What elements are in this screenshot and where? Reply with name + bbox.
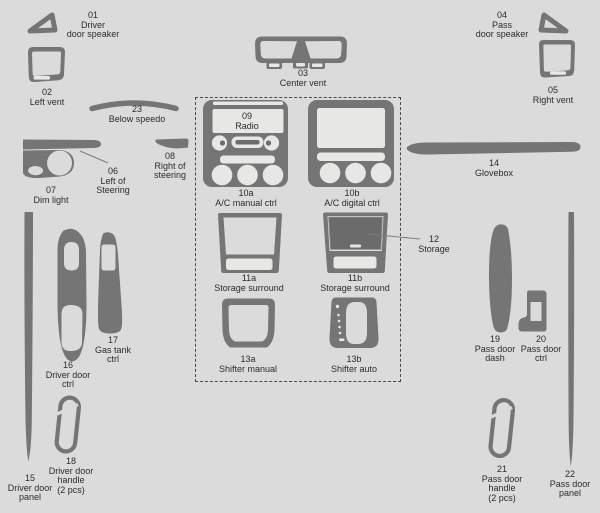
label-part-06: 06 Left of Steering <box>96 166 130 195</box>
pass-door-panel-shape <box>568 212 575 467</box>
dim-light-shape <box>23 150 74 179</box>
label-part-13b: 13b Shifter auto <box>330 354 378 374</box>
label-part-01: 01 Driver door speaker <box>66 10 120 39</box>
shifter-auto-shape <box>329 297 379 348</box>
ac-manual-knob-2 <box>237 164 258 186</box>
center-vent-shape <box>255 36 347 69</box>
label-part-03: 03 Center vent <box>279 68 327 88</box>
pass-door-ctrl-shape <box>518 290 547 332</box>
left-of-steering-shape <box>23 139 101 150</box>
pass-door-speaker-shape <box>538 12 569 34</box>
label-part-19: 19 Pass door dash <box>474 334 516 363</box>
storage-surround-manual-slot <box>226 258 273 270</box>
label-part-07: 07 Dim light <box>33 185 69 205</box>
label-part-10b: 10b A/C digital ctrl <box>324 188 380 208</box>
storage-door-shape <box>328 216 383 250</box>
storage-surround-manual-shape <box>218 213 282 273</box>
radio-knob-left <box>211 135 228 151</box>
shifter-manual-shape <box>222 298 275 348</box>
label-part-18: 18 Driver door handle (2 pcs) <box>48 456 94 495</box>
label-part-14: 14 Glovebox <box>474 158 514 178</box>
ac-digital-panel <box>308 100 394 187</box>
storage-door-handle <box>350 244 361 248</box>
label-part-13a: 13a Shifter manual <box>218 354 278 374</box>
label-part-20: 20 Pass door ctrl <box>520 334 562 363</box>
right-vent-shape <box>538 40 576 78</box>
label-part-16: 16 Driver door ctrl <box>45 360 91 389</box>
label-part-21: 21 Pass door handle (2 pcs) <box>481 464 523 503</box>
radio-display <box>212 109 284 133</box>
pass-door-dash-shape <box>489 224 512 333</box>
label-part-23: 23 Below speedo <box>108 104 166 124</box>
driver-door-handle-split <box>56 403 79 416</box>
label-part-15: 15 Driver door panel <box>7 473 53 502</box>
label-part-04: 04 Pass door speaker <box>475 10 529 39</box>
driver-door-handle-shape <box>54 395 82 454</box>
radio-ac-manual-panel <box>203 100 288 187</box>
gas-tank-ctrl-shape <box>98 232 123 334</box>
label-part-17: 17 Gas tank ctrl <box>94 335 132 364</box>
ac-manual-vent-strip <box>220 155 275 164</box>
right-of-steering-shape <box>155 138 189 149</box>
label-part-11b: 11b Storage surround <box>320 273 390 293</box>
leader-line-12 <box>367 233 421 240</box>
ac-digital-strip <box>317 152 385 161</box>
driver-door-speaker-shape <box>27 12 58 34</box>
label-part-02: 02 Left vent <box>29 87 65 107</box>
ac-digital-knob-3 <box>370 162 392 184</box>
label-part-11a: 11a Storage surround <box>214 273 284 293</box>
ac-digital-knob-2 <box>345 162 366 184</box>
driver-door-panel-shape <box>24 212 33 462</box>
driver-door-ctrl-shape <box>57 228 87 362</box>
left-vent-shape <box>27 47 65 83</box>
right-vent-slot <box>550 71 566 75</box>
glovebox-strip-shape <box>406 142 581 155</box>
leader-line-06 <box>79 150 109 164</box>
label-part-08: 08 Right of steering <box>153 151 187 180</box>
below-speedo-strip <box>89 100 179 112</box>
radio-knob-right <box>263 135 280 151</box>
cd-slot <box>213 101 283 105</box>
ac-digital-screen <box>317 108 385 148</box>
ac-manual-knob-3 <box>262 164 284 186</box>
ac-manual-knob-1 <box>211 164 233 186</box>
label-part-22: 22 Pass door panel <box>549 469 591 498</box>
console-group-outline <box>195 97 401 382</box>
shifter-auto-gear-dots <box>335 304 345 342</box>
left-vent-slot <box>33 76 50 80</box>
ac-digital-knob-1 <box>319 162 341 184</box>
pass-door-handle-split <box>490 406 513 419</box>
label-part-05: 05 Right vent <box>532 85 574 105</box>
storage-surround-auto-slot <box>333 256 377 269</box>
label-part-09: 09 Radio <box>235 111 259 131</box>
label-part-12: 12 Storage <box>418 234 450 254</box>
pass-door-handle-shape <box>488 398 516 459</box>
label-part-10a: 10a A/C manual ctrl <box>215 188 277 208</box>
